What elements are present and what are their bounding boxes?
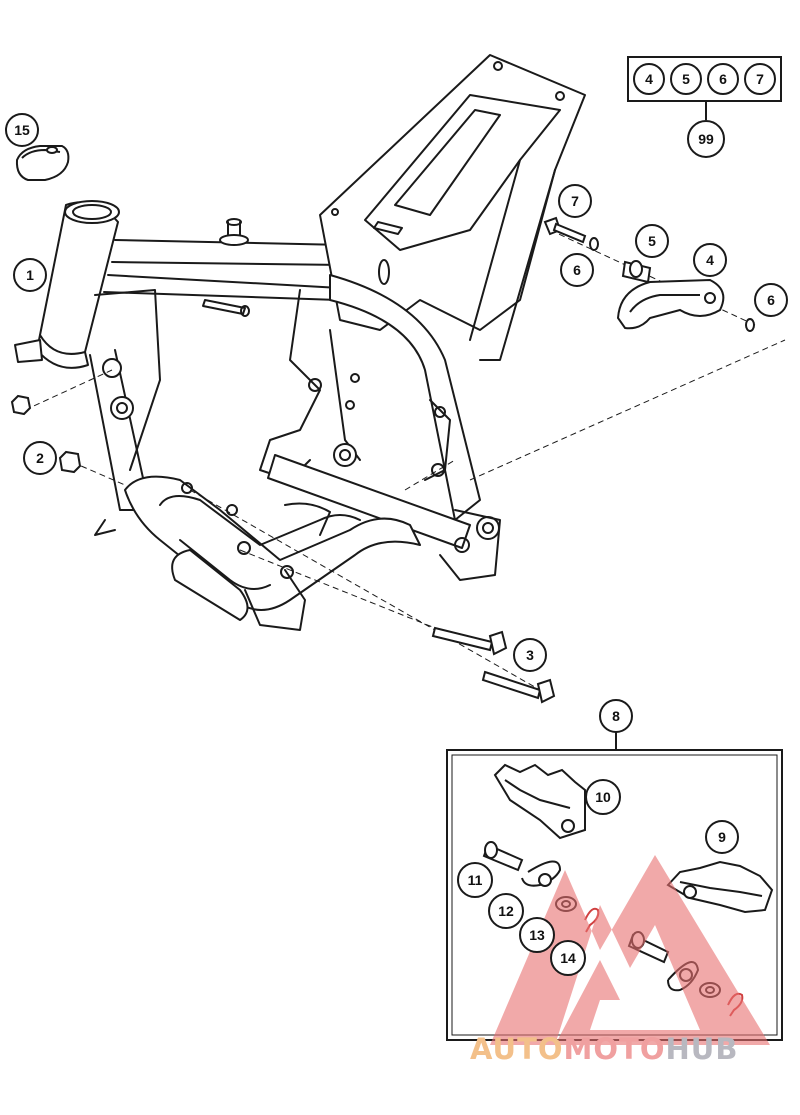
- callout-6-right: 6: [754, 283, 788, 317]
- svg-text:6: 6: [719, 71, 727, 87]
- svg-text:9: 9: [718, 829, 726, 845]
- svg-text:3: 3: [526, 647, 534, 663]
- svg-text:99: 99: [698, 131, 714, 147]
- svg-text:5: 5: [648, 233, 656, 249]
- chain-guide-parts: [543, 216, 755, 332]
- callout-10: 10: [585, 779, 621, 815]
- kit-item-7: 7: [744, 63, 776, 95]
- watermark-text: AUTOMOTOHUB: [470, 1032, 738, 1066]
- callout-3: 3: [513, 638, 547, 672]
- callout-9: 9: [705, 820, 739, 854]
- steering-head-tube: [39, 201, 119, 355]
- svg-text:10: 10: [595, 789, 611, 805]
- svg-text:7: 7: [756, 71, 764, 87]
- kit-item-6: 6: [707, 63, 739, 95]
- long-bolts: [431, 626, 556, 704]
- watermark-moto: MOTO: [563, 1032, 666, 1066]
- callout-6-left: 6: [560, 253, 594, 287]
- svg-text:6: 6: [767, 292, 775, 308]
- kit-item-5: 5: [670, 63, 702, 95]
- svg-text:13: 13: [529, 927, 545, 943]
- svg-text:7: 7: [571, 193, 579, 209]
- lower-cradle: [124, 475, 421, 611]
- svg-text:6: 6: [573, 262, 581, 278]
- svg-text:11: 11: [468, 872, 483, 888]
- main-spar: [329, 274, 481, 521]
- svg-text:2: 2: [36, 450, 44, 466]
- footpegs: [493, 763, 774, 914]
- callout-5: 5: [635, 224, 669, 258]
- callout-15: 15: [5, 113, 39, 147]
- callout-2: 2: [23, 441, 57, 475]
- callout-12: 12: [488, 893, 524, 929]
- svg-text:15: 15: [14, 122, 30, 138]
- callout-13: 13: [519, 917, 555, 953]
- callout-11: 11: [457, 862, 493, 898]
- callout-4: 4: [693, 243, 727, 277]
- frame-assembly: [14, 54, 586, 631]
- svg-text:5: 5: [682, 71, 690, 87]
- svg-text:4: 4: [645, 71, 653, 87]
- watermark-logo: [490, 855, 770, 1045]
- pivot-cross-tube: [267, 454, 471, 549]
- watermark-hub: HUB: [665, 1032, 739, 1066]
- kit-item-4: 4: [633, 63, 665, 95]
- cap-cover-part: [15, 145, 70, 181]
- nuts: [10, 394, 82, 474]
- callout-1: 1: [13, 258, 47, 292]
- watermark-auto: AUTO: [470, 1032, 564, 1066]
- callout-14: 14: [550, 940, 586, 976]
- svg-text:4: 4: [706, 252, 714, 268]
- svg-text:8: 8: [612, 708, 620, 724]
- svg-text:12: 12: [498, 903, 514, 919]
- callout-8: 8: [599, 699, 633, 733]
- svg-text:14: 14: [560, 950, 576, 966]
- svg-text:1: 1: [26, 267, 34, 283]
- callout-7: 7: [558, 184, 592, 218]
- callout-99: 99: [687, 120, 725, 158]
